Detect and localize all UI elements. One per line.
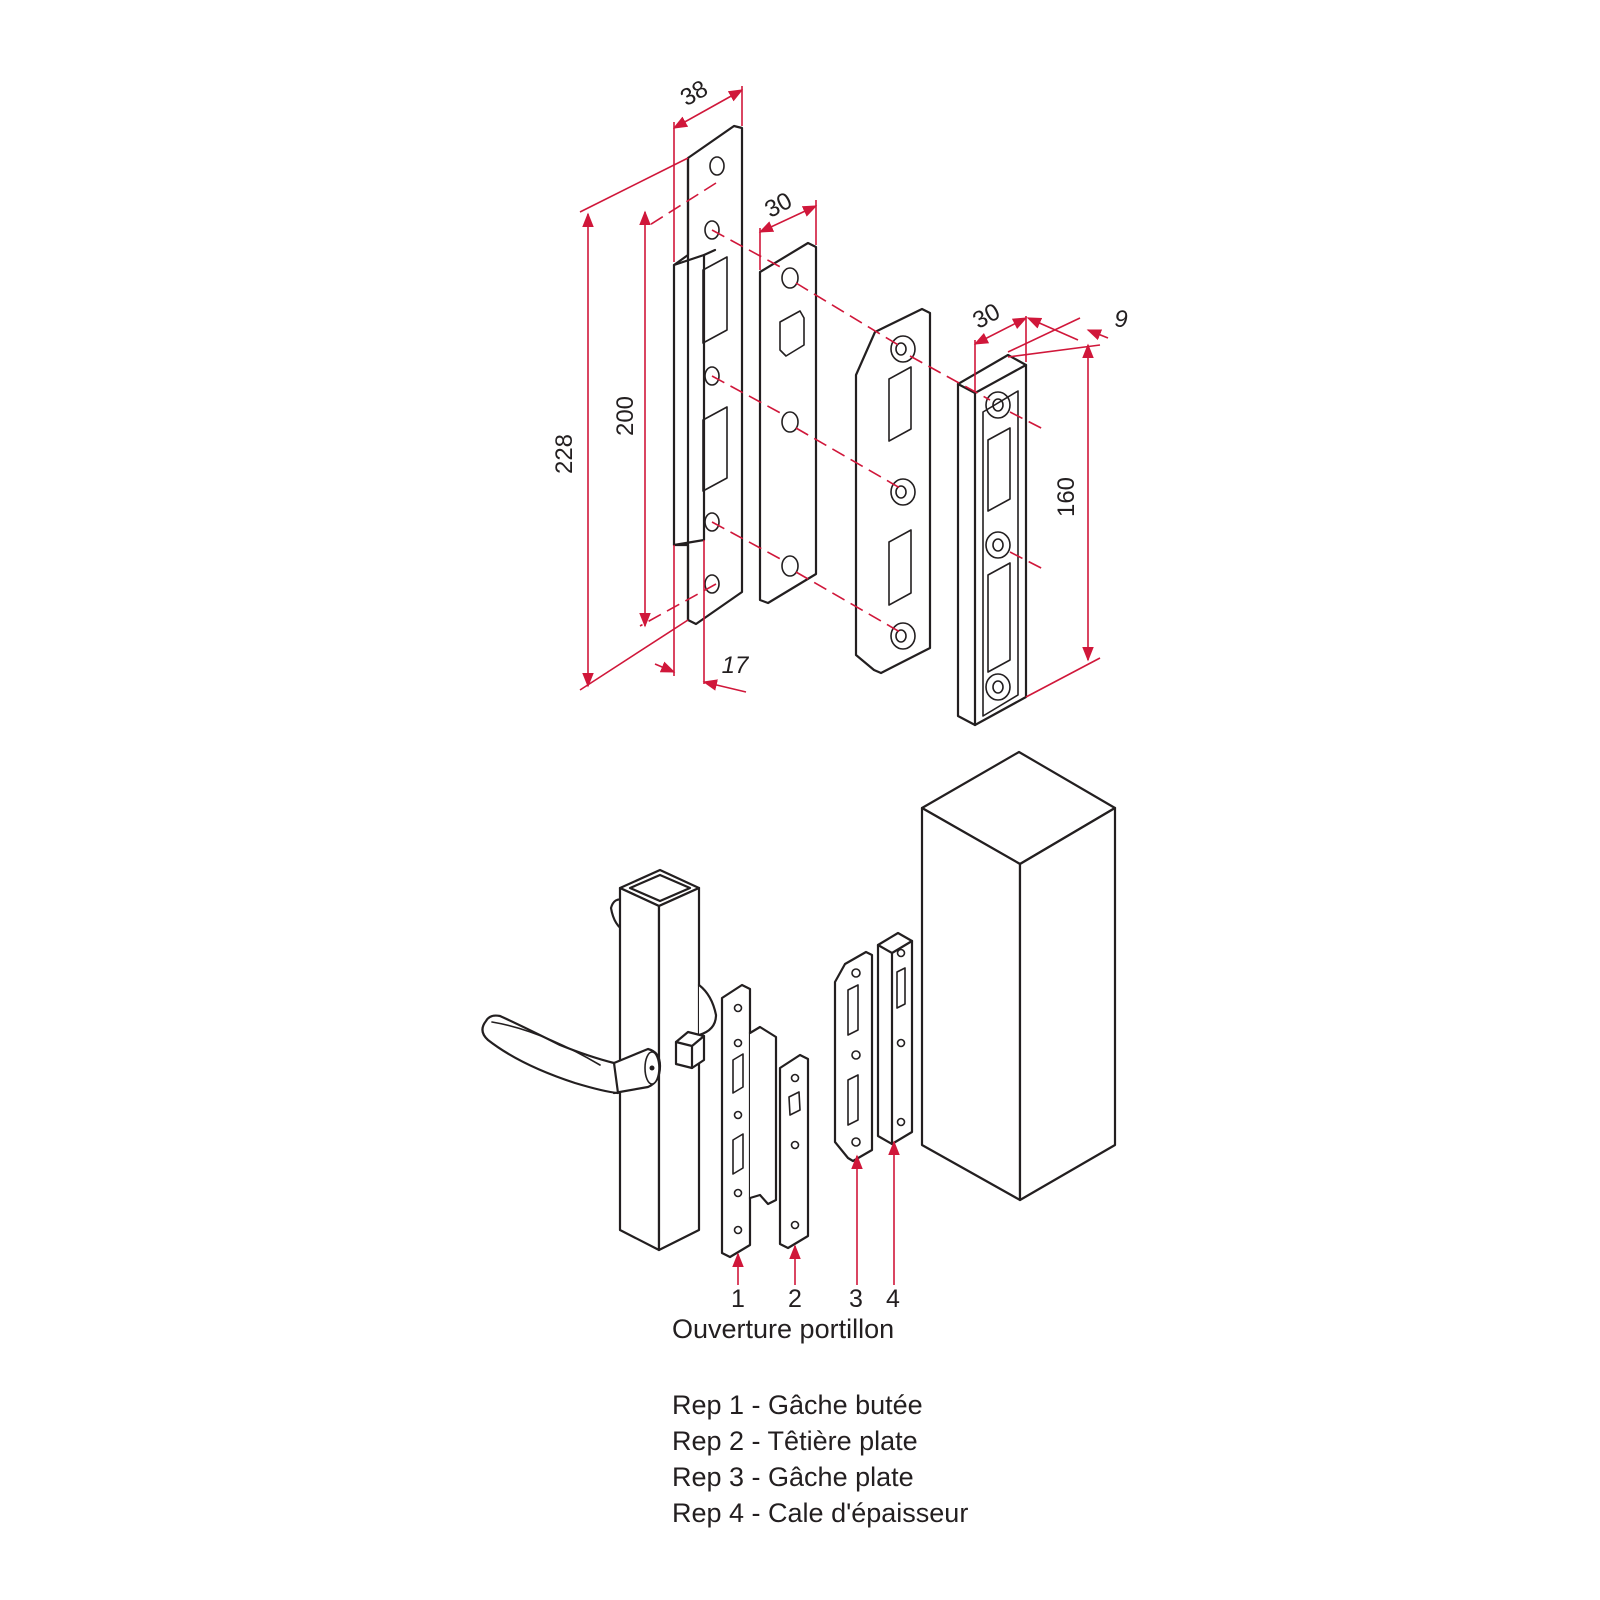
part-number-4: 4 [886,1285,900,1313]
pillar [920,750,1117,1202]
part-1-strike-with-stop [672,124,744,626]
alignment-lines [639,182,1046,633]
legend-item-1: Rep 1 - Gâche butée [672,1390,923,1420]
dim-17: 17 [722,652,750,679]
dim-200: 200 [612,396,639,436]
legend-item-2: Rep 2 - Têtière plate [672,1426,918,1456]
dim-30-shim: 30 [968,298,1004,334]
dim-38: 38 [676,75,713,112]
part-number-2: 2 [788,1285,802,1313]
dim-228: 228 [551,434,578,474]
legend-item-3: Rep 3 - Gâche plate [672,1462,914,1492]
legend-item-4: Rep 4 - Cale d'épaisseur [672,1498,969,1528]
part-4-shim [956,353,1028,727]
part-number-1: 1 [731,1285,745,1313]
part-leaders [732,1140,900,1285]
gate-post-with-handle [481,868,718,1252]
legend: Rep 1 - Gâche butée Rep 2 - Têtière plat… [672,1387,968,1531]
part-4-small [876,931,914,1146]
part-number-3: 3 [849,1285,863,1313]
exploded-view: 38 30 30 9 228 200 160 17 [551,75,1128,727]
part-1-small [720,983,778,1259]
dim-160: 160 [1053,477,1080,517]
part-2-flat-faceplate [758,241,818,605]
assembly-view: 1 2 3 4 [481,750,1117,1313]
part-3-flat-strike [854,307,932,675]
dim-9: 9 [1114,306,1127,333]
part-3-small [833,950,874,1163]
dimension-lines [579,86,1109,698]
caption: Ouverture portillon [672,1314,895,1344]
part-2-small [778,1053,810,1250]
